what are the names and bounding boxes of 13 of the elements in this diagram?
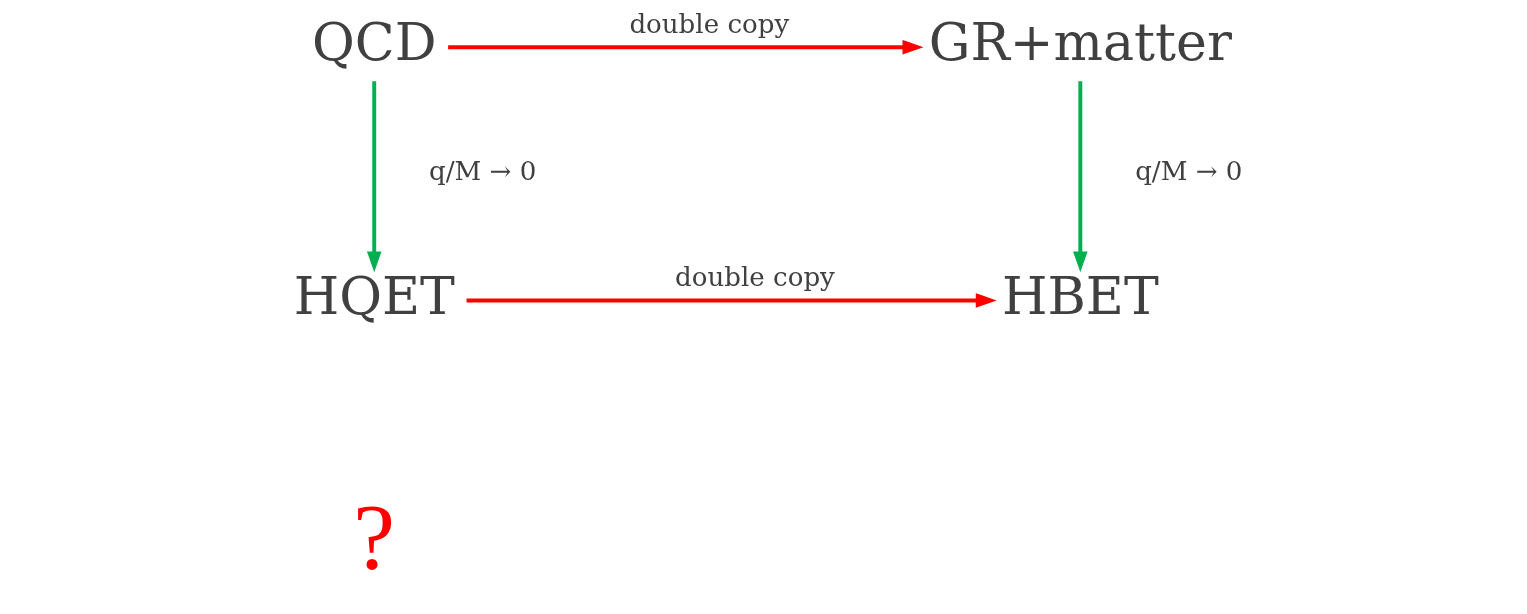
arrow	[466, 293, 997, 308]
node-text: HBET	[1001, 265, 1159, 326]
arrow	[366, 81, 382, 273]
edge-label: q/M → 0	[1135, 156, 1243, 187]
node-text: GR+matter	[928, 12, 1232, 73]
node-text: QCD	[311, 12, 437, 73]
node-text: HQET	[293, 265, 455, 326]
label: ?	[353, 483, 396, 588]
arrow	[448, 39, 924, 55]
edge-label: double copy	[675, 262, 835, 293]
arrow	[1073, 81, 1088, 273]
edge-label: q/M → 0	[429, 156, 537, 187]
edge-label: double copy	[629, 8, 790, 39]
